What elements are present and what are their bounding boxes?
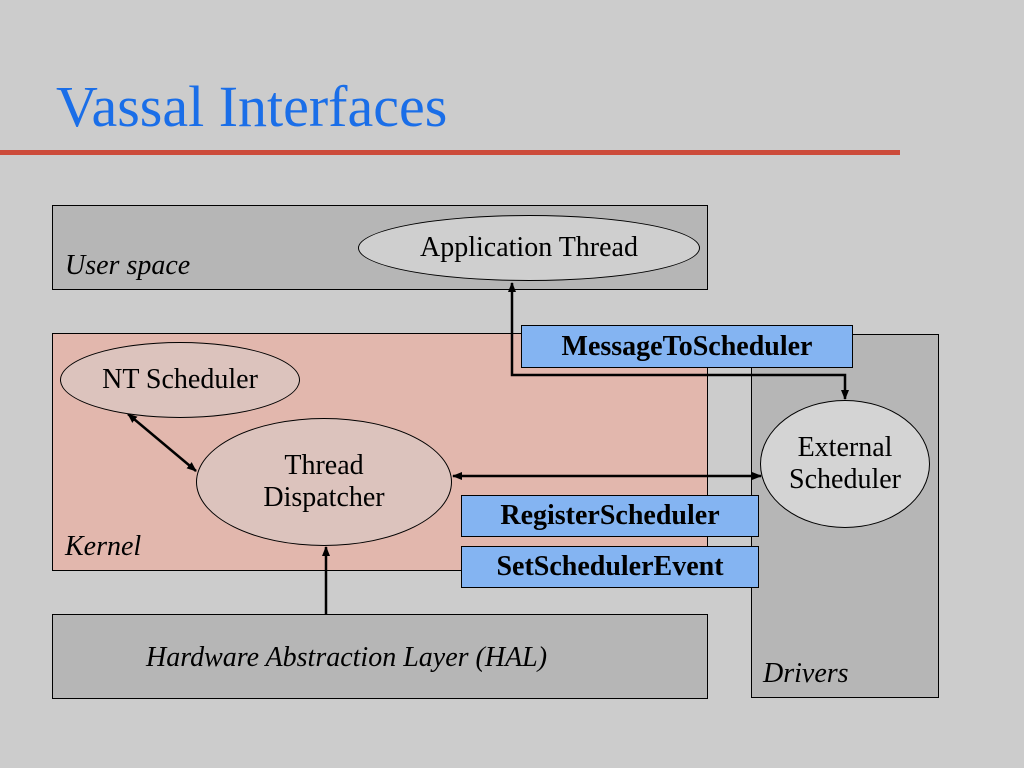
message-to-scheduler-interface: MessageToScheduler (521, 325, 853, 368)
arrow-app-to-external (508, 282, 849, 400)
thread-dispatcher-node: Thread Dispatcher (196, 418, 452, 546)
thread-dispatcher-label-line2: Dispatcher (263, 482, 385, 513)
nt-scheduler-label: NT Scheduler (102, 363, 258, 395)
application-thread-label: Application Thread (420, 231, 638, 263)
nt-scheduler-node: NT Scheduler (60, 342, 300, 418)
register-scheduler-interface: RegisterScheduler (461, 495, 759, 537)
external-scheduler-node: External Scheduler (760, 400, 930, 528)
hal-layer (52, 614, 708, 699)
set-scheduler-event-interface: SetSchedulerEvent (461, 546, 759, 588)
application-thread-node: Application Thread (358, 215, 700, 281)
thread-dispatcher-label-line1: Thread (284, 449, 364, 481)
drivers-label: Drivers (763, 658, 849, 689)
title-underline (0, 150, 900, 155)
external-scheduler-label-line2: Scheduler (789, 464, 901, 495)
slide-title: Vassal Interfaces (56, 74, 448, 139)
external-scheduler-label-line1: External (797, 431, 893, 463)
user-space-label: User space (65, 250, 191, 281)
hal-label: Hardware Abstraction Layer (HAL) (146, 642, 548, 673)
arrow-nt-scheduler-dispatcher (127, 413, 197, 472)
kernel-label: Kernel (65, 531, 142, 562)
